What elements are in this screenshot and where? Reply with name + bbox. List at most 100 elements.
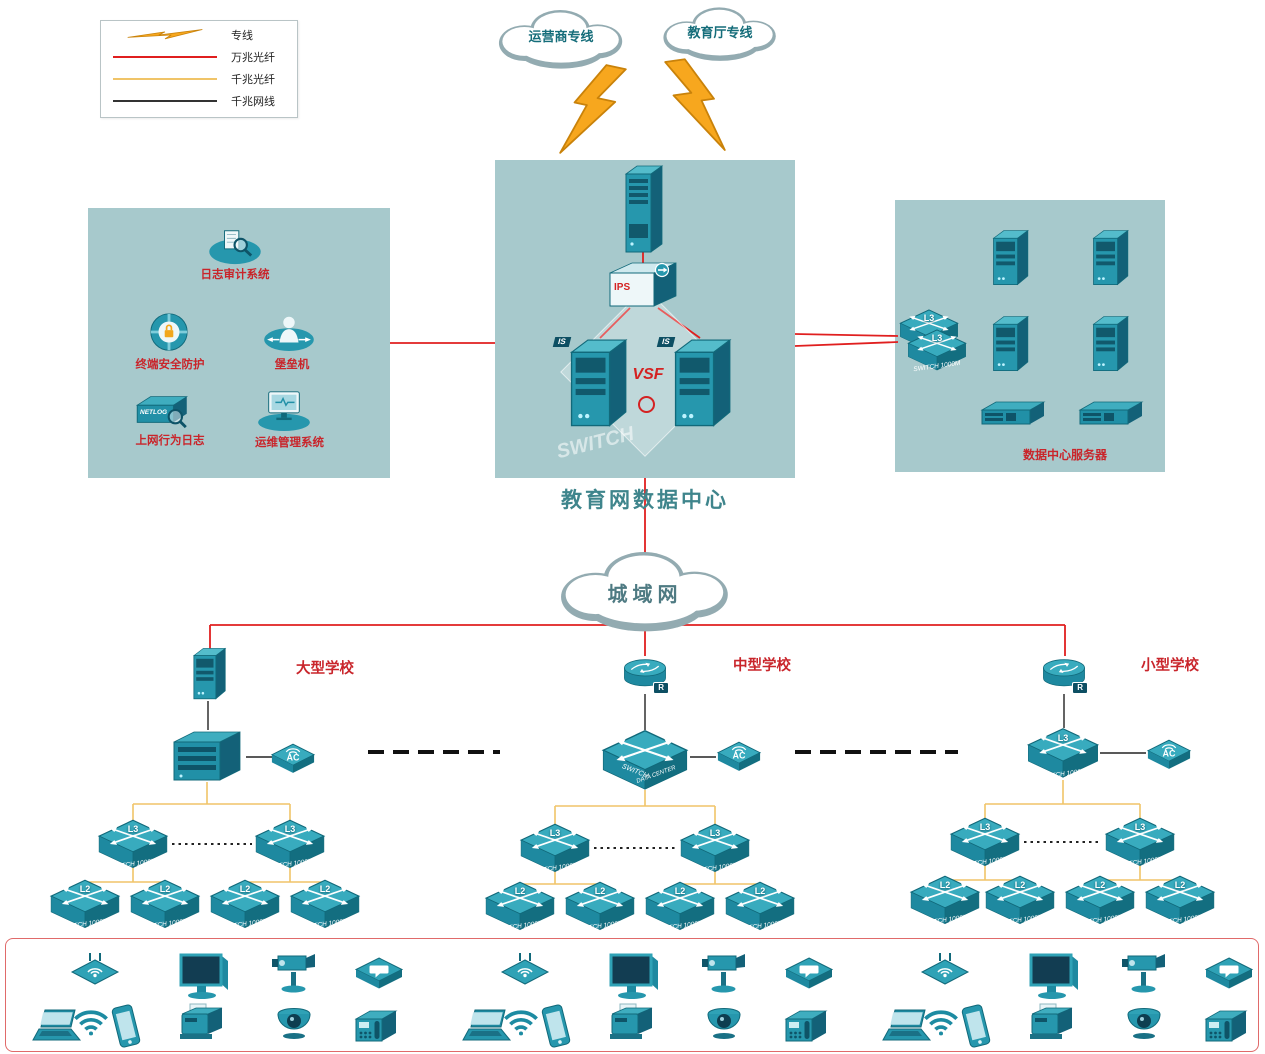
message-terminal-icon [354,956,404,992]
router-icon: R [1040,652,1088,694]
switch-badge: L2 [1094,880,1106,891]
datacenter-switch: SWITCH DATA CENTER [600,728,690,792]
switch-badge: L2 [1174,880,1186,891]
desktop-monitor-icon [176,952,232,1000]
bastion-host-icon [262,312,316,352]
datacenter-server [985,314,1033,374]
switch-badge: L3 [127,824,139,835]
large-school-server [186,646,230,702]
netlog-tag: NETLOG [140,409,168,416]
core-gateway-tower [618,164,668,254]
terminal-protection-icon [144,310,194,354]
terminal-cluster-small [878,944,1265,1048]
laptop-icon [460,1008,514,1044]
l3-switch: L3 SWITCH 1000M [96,818,170,871]
datacenter-rack-unit [1076,398,1146,428]
l3-switch: L3 SWITCH 1000M [948,816,1022,869]
switch-badge: L3 [1134,822,1146,833]
desktop-monitor-icon [606,952,662,1000]
core-server-left-tag: IS [552,337,571,347]
ptz-camera-icon [270,950,318,994]
legend-label-10g: 万兆光纤 [231,52,275,64]
router-icon: R [621,652,669,694]
l2-switch: L2 SWITCH 1000M [723,880,797,933]
l2-switch: L2 SWITCH 1000M [208,878,282,931]
terminal-devices-box [5,938,1259,1052]
fax-phone-icon [780,1006,832,1046]
log-audit-label: 日志审计系统 [200,269,270,281]
dome-camera-icon [1124,1004,1164,1040]
l2-switch: L2 SWITCH 1000M [983,874,1057,927]
line-1g-fiber [113,78,217,80]
ac-badge: AC [732,750,746,761]
small-school-core-switch: L3 SWITCH 1000M [1026,726,1100,781]
desktop-monitor-icon [1026,952,1082,1000]
line-10g-fiber [113,56,217,58]
ac-controller: AC [1146,738,1192,773]
smartphone-icon [107,1001,145,1050]
ips-label: IPS [614,282,631,293]
l2-switch: L2 SWITCH 1000M [1143,874,1217,927]
message-terminal-icon [784,956,834,992]
ips-device: IPS [604,260,682,310]
fax-phone-icon [350,1006,402,1046]
education-cloud: 教育厅专线 [644,2,796,64]
dome-camera-icon [704,1004,744,1040]
switch-badge: L3 [549,828,561,839]
ac-badge: AC [286,752,300,763]
printer-icon [1024,1002,1078,1044]
legend-label-1g-fiber: 千兆光纤 [231,74,275,86]
switch-badge: L3 [931,333,943,344]
bastion-host-label: 堡垒机 [274,359,310,371]
switch-badge: L3 [979,822,991,833]
ops-management-icon [256,388,312,432]
dedicated-line-icon [127,29,203,40]
terminal-cluster-medium [458,944,850,1048]
serverzone-switch-upper: L3 [898,308,960,352]
l2-switch: L2 SWITCH 1000M [128,878,202,931]
large-school-label: 大型学校 [296,661,354,677]
switch-badge: L3 [284,824,296,835]
datacenter-server [1085,228,1133,288]
vsf-link-ring [638,396,655,413]
switch-badge: L2 [754,886,766,897]
switch-badge: L3 [1057,732,1069,743]
smartphone-icon [957,1001,995,1050]
l2-switch: L2 SWITCH 1000M [483,880,557,933]
legend: 专线 万兆光纤 千兆光纤 千兆网线 [100,20,298,118]
education-cloud-label: 教育厅专线 [687,25,753,40]
medium-school-label: 中型学校 [733,658,791,674]
line-1g-copper [113,100,217,102]
switch-badge: L3 [923,313,935,324]
core-title: 教育网数据中心 [561,488,729,512]
switch-badge: L2 [1014,880,1026,891]
l2-switch: L2 SWITCH 1000M [563,880,637,933]
switch-badge: L2 [319,884,331,895]
legend-label-1g-copper: 千兆网线 [231,96,275,108]
ptz-camera-icon [700,950,748,994]
net-behavior-log-icon: NETLOG [132,390,192,430]
printer-icon [604,1002,658,1044]
ptz-camera-icon [1120,950,1168,994]
terminal-protection-label: 终端安全防护 [135,359,205,371]
laptop-icon [30,1008,84,1044]
switch-badge: L2 [239,884,251,895]
ac-badge: AC [1162,748,1176,759]
l2-switch: L2 SWITCH 1000M [908,874,982,927]
fax-phone-icon [1200,1006,1252,1046]
l2-switch: L2 SWITCH 1000M [48,878,122,931]
l3-switch: L3 SWITCH 1000M [1103,816,1177,869]
laptop-icon [880,1008,934,1044]
l3-switch: L3 SWITCH 1000M [253,818,327,871]
vsf-label: VSF [632,366,664,383]
switch-badge: L2 [159,884,171,895]
core-server-right-tag: IS [656,337,675,347]
carrier-cloud: 运营商专线 [482,4,640,72]
log-audit-icon [206,226,264,266]
metro-cloud: 城域网 [538,544,752,636]
switch-badge: L3 [709,828,721,839]
message-terminal-icon [1204,956,1254,992]
l3-switch: L3 SWITCH 1000M [518,822,592,875]
switch-badge: L2 [514,886,526,897]
